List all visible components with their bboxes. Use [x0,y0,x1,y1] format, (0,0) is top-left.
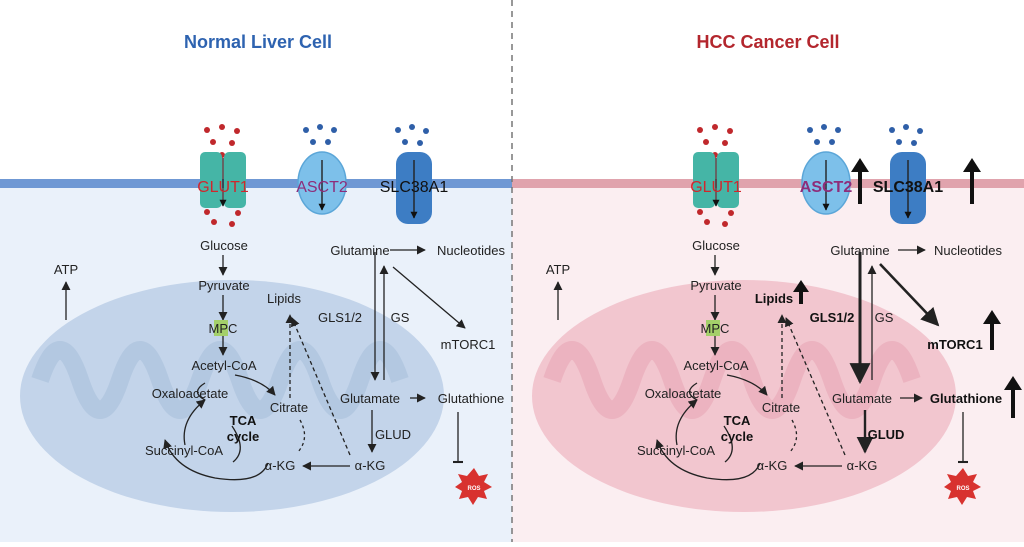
normal-atp-label: ATP [54,262,78,277]
normal-oxaloacetate-label: Oxaloacetate [152,386,229,401]
cancer-pathway-arrows [553,245,969,481]
normal-glutamine-dots-asct2 [303,124,337,145]
normal-glut1-label: GLUT1 [197,179,249,196]
normal-cycle-label: cycle [227,429,260,444]
cancer-akg-outer-label: α-KG [847,458,878,473]
cancer-oxaloacetate-label: Oxaloacetate [645,386,722,401]
normal-glucose-dots [204,124,241,227]
cancer-mitochondrion-cristae [543,341,921,419]
normal-title: Normal Liver Cell [184,32,332,52]
normal-akg-outer-label: α-KG [355,458,386,473]
cancer-tca-label: TCA [724,413,751,428]
normal-liver-cell-panel: Normal Liver Cell GLUT1 ASCT2 [0,32,512,542]
cancer-title: HCC Cancer Cell [696,32,839,52]
cancer-cycle-label: cycle [721,429,754,444]
cancer-ros-icon: ROS [944,468,981,505]
cancer-lipids-label: Lipids [755,291,793,306]
normal-lipids-label: Lipids [267,291,301,306]
normal-nucleotides-label: Nucleotides [437,243,505,258]
cancer-glut1-label: GLUT1 [690,179,742,196]
cancer-glucose-label: Glucose [692,238,740,253]
normal-slc38a1-transporter: SLC38A1 [380,124,449,224]
cancer-lipids-up-arrow-icon [793,280,809,304]
cancer-glut1-transporter: GLUT1 [690,124,742,227]
cancer-glud-label: GLUD [868,427,905,442]
glut1-channel-right [224,152,246,208]
cancer-glutathione-up-arrow-icon [1004,376,1022,418]
normal-mpc-label: MPC [209,321,238,336]
normal-mitochondrion [20,280,444,512]
cancer-asct2-up-arrow-icon [851,158,869,204]
normal-ros-label: ROS [467,486,480,492]
cancer-gls-label: GLS1/2 [810,310,855,325]
normal-glutamine-dots-slc [395,124,429,146]
normal-glucose-label: Glucose [200,238,248,253]
cancer-mtorc1-label: mTORC1 [927,337,982,352]
normal-cell-membrane [0,179,512,188]
cancer-akg-inner-label: α-KG [757,458,788,473]
cancer-mitochondrion [532,280,956,512]
normal-glud-label: GLUD [375,427,411,442]
cancer-atp-label: ATP [546,262,570,277]
normal-ros-icon: ROS [455,468,492,505]
cancer-glutathione-label: Glutathione [930,391,1002,406]
cancer-glucose-dots [697,124,734,227]
glut1-channel-left [200,152,222,208]
cancer-glut1-channel-left [693,152,715,208]
cancer-pyruvate-label: Pyruvate [690,278,741,293]
hcc-cancer-cell-panel: HCC Cancer Cell GLUT1 ASCT2 [512,32,1024,542]
normal-glutamate-label: Glutamate [340,391,400,406]
cancer-citrate-label: Citrate [762,400,800,415]
cancer-glut1-channel-right [717,152,739,208]
cancer-asct2-label: ASCT2 [800,179,853,196]
normal-tca-label: TCA [230,413,257,428]
cancer-cell-membrane [512,179,1024,188]
normal-citrate-label: Citrate [270,400,308,415]
normal-asct2-transporter: ASCT2 [296,124,348,215]
cancer-glutamine-label: Glutamine [830,243,889,258]
cancer-asct2-transporter: ASCT2 [800,124,869,215]
cancer-succinyl-coa-label: Succinyl-CoA [637,443,715,458]
cancer-glutamine-dots-asct2 [807,124,841,145]
cancer-ros-label: ROS [956,486,969,492]
cancer-slc38a1-label: SLC38A1 [873,179,943,196]
normal-gs-label: GS [391,310,410,325]
normal-glut1-transporter: GLUT1 [197,124,249,227]
cancer-acetyl-coa-label: Acetyl-CoA [683,358,748,373]
cancer-glutamate-label: Glutamate [832,391,892,406]
normal-slc38a1-label: SLC38A1 [380,179,449,196]
normal-succinyl-coa-label: Succinyl-CoA [145,443,223,458]
normal-pathway-arrows [61,245,466,481]
cancer-mpc-label: MPC [701,321,730,336]
cancer-mpc-box [706,320,720,336]
cancer-glutamine-dots-slc [889,124,923,146]
normal-asct2-label: ASCT2 [296,179,348,196]
normal-gls-label: GLS1/2 [318,310,362,325]
normal-glutathione-label: Glutathione [438,391,505,406]
cancer-slc38a1-up-arrow-icon [963,158,981,204]
normal-pyruvate-label: Pyruvate [198,278,249,293]
normal-glutamine-label: Glutamine [330,243,389,258]
cancer-gs-label: GS [875,310,894,325]
cancer-slc38a1-transporter: SLC38A1 [873,124,981,224]
normal-akg-inner-label: α-KG [265,458,296,473]
cancer-mtorc1-up-arrow-icon [983,310,1001,350]
cancer-nucleotides-label: Nucleotides [934,243,1002,258]
normal-acetyl-coa-label: Acetyl-CoA [191,358,256,373]
normal-mtorc1-label: mTORC1 [441,337,496,352]
normal-mpc-box [214,320,228,336]
